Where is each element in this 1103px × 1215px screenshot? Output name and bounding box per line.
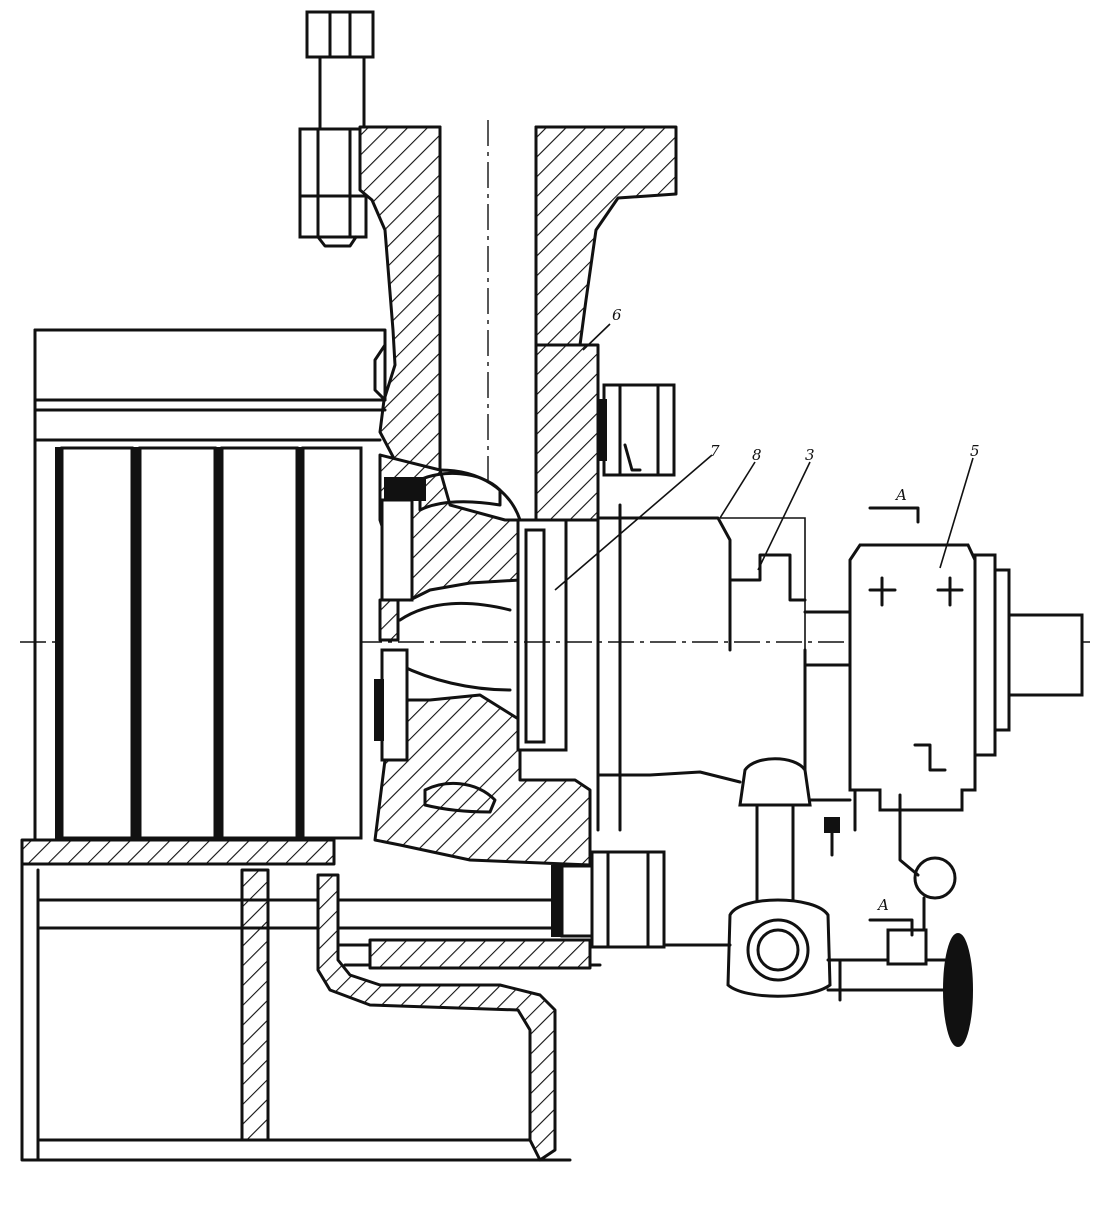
section-label-a-top: A [894, 486, 907, 504]
bearing-housing [596, 503, 852, 832]
base-plate [20, 838, 602, 1162]
callout-6: 6 [612, 306, 622, 324]
section-mark-top: A [868, 486, 920, 524]
stator-laminations [55, 446, 363, 840]
motor-stator [33, 328, 387, 842]
section-mark-bottom: A [868, 896, 914, 937]
discharge-casing [358, 125, 678, 867]
adjuster-knob [886, 793, 973, 1047]
discharge-bore [438, 120, 538, 522]
callout-5: 5 [970, 442, 980, 460]
upper-flange-nut [597, 383, 676, 477]
lower-flange-nut [551, 850, 666, 949]
jack-screw [726, 757, 840, 998]
leader-lines [554, 323, 974, 591]
section-label-a-bottom: A [876, 896, 889, 914]
mechanical-seal [374, 477, 426, 762]
drive-housing [848, 543, 1011, 832]
top-bolt [298, 10, 375, 248]
callout-labels: 6 7 8 3 5 [612, 306, 980, 464]
callout-8: 8 [752, 446, 762, 464]
impeller-pocket [398, 471, 512, 814]
callout-7: 7 [710, 442, 720, 460]
support-foot [316, 873, 602, 1162]
shaft-sleeve [516, 518, 568, 752]
callout-3: 3 [805, 446, 815, 464]
